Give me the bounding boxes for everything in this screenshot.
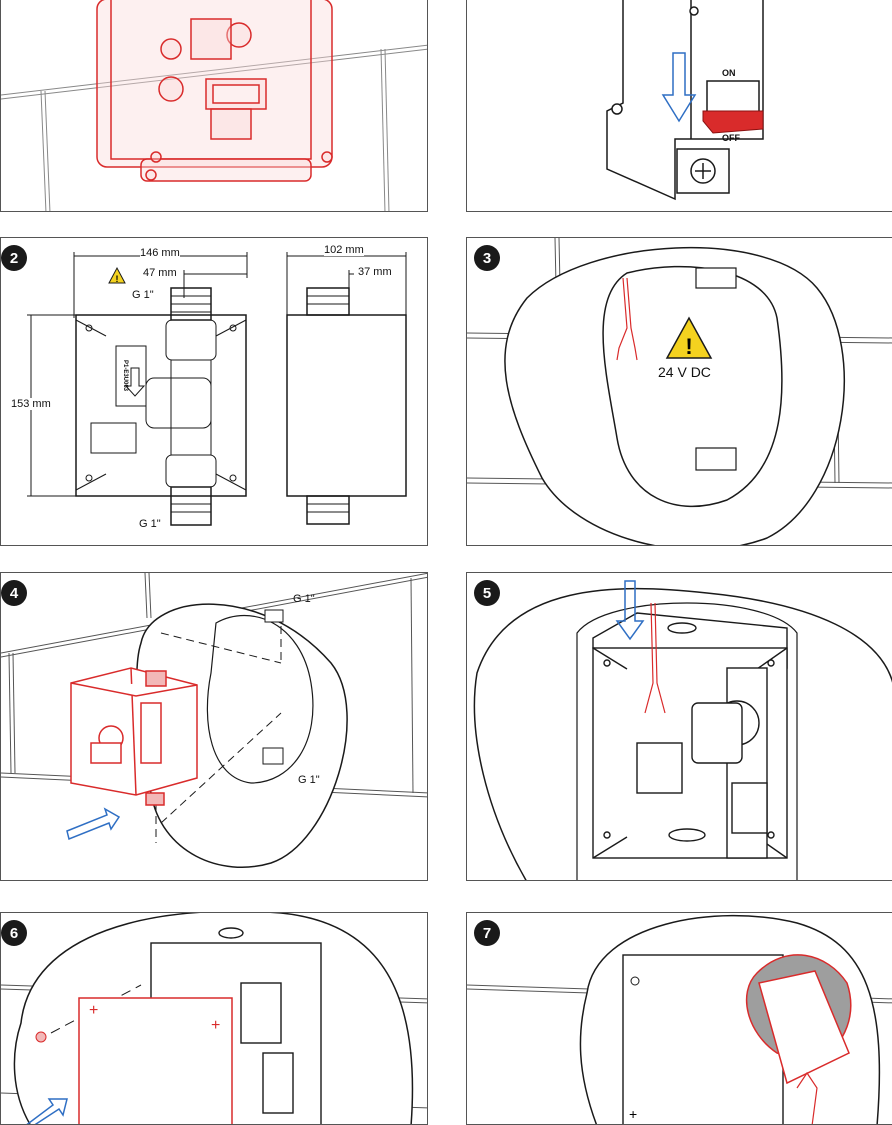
svg-text:+: + <box>629 1106 637 1122</box>
dim-offset: 47 mm <box>143 267 177 279</box>
breaker-on-label: ON <box>722 68 736 78</box>
panel-step-7: 7 + <box>466 912 892 1125</box>
step-number-badge: 7 <box>474 920 500 946</box>
thread-top-label: G 1" <box>293 593 315 605</box>
arrow-down-icon <box>661 52 697 123</box>
warning-icon <box>665 316 713 359</box>
panel-step-5: 5 <box>466 572 892 881</box>
model-code-label: P1-E3U063 <box>122 360 128 392</box>
arrow-icon <box>66 807 121 841</box>
svg-text:+: + <box>89 1002 98 1019</box>
svg-text:!: ! <box>116 274 119 284</box>
cover-plate-illustration: + + <box>1 913 427 1124</box>
wall-cavity-illustration: ! <box>467 238 892 545</box>
voltage-label: 24 V DC <box>658 364 711 380</box>
install-box-illustration <box>1 573 427 868</box>
breaker-off-label: OFF <box>722 133 740 143</box>
panel-step-1 <box>0 0 428 212</box>
breaker-switch <box>702 110 764 134</box>
cover-part <box>758 970 850 1085</box>
wall-box-illustration <box>1 0 427 211</box>
arrow-down-icon <box>615 580 645 641</box>
step-number-badge: 5 <box>474 580 500 606</box>
step-number-badge: 2 <box>1 245 27 271</box>
dim-width-total: 146 mm <box>140 247 180 259</box>
thread-bottom-label: G 1" <box>298 774 320 786</box>
panel-step-6: 6 + + <box>0 912 428 1125</box>
circuit-breaker-illustration <box>606 0 764 201</box>
installed-box-illustration <box>473 580 892 880</box>
dimension-drawing: ! <box>27 252 407 526</box>
dim-depth: 102 mm <box>324 244 364 256</box>
panel-step-2: 2 <box>0 237 428 546</box>
svg-text:!: ! <box>685 334 692 359</box>
panel-step-1b: ON OFF <box>466 0 892 212</box>
warning-icon <box>108 266 126 284</box>
thread-bottom-label: G 1" <box>139 518 161 530</box>
step-number-badge: 4 <box>1 580 27 606</box>
step-number-badge: 6 <box>1 920 27 946</box>
step-number-badge: 3 <box>474 245 500 271</box>
cover-plate <box>78 997 233 1124</box>
dim-height: 153 mm <box>11 398 51 410</box>
panel-step-3: 3 ! 24 V DC <box>466 237 892 546</box>
svg-text:+: + <box>211 1017 220 1034</box>
thread-top-label: G 1" <box>132 289 154 301</box>
finish-illustration: + <box>467 914 892 1124</box>
dim-depth-offset: 37 mm <box>358 266 392 278</box>
panel-step-4: 4 <box>0 572 428 881</box>
